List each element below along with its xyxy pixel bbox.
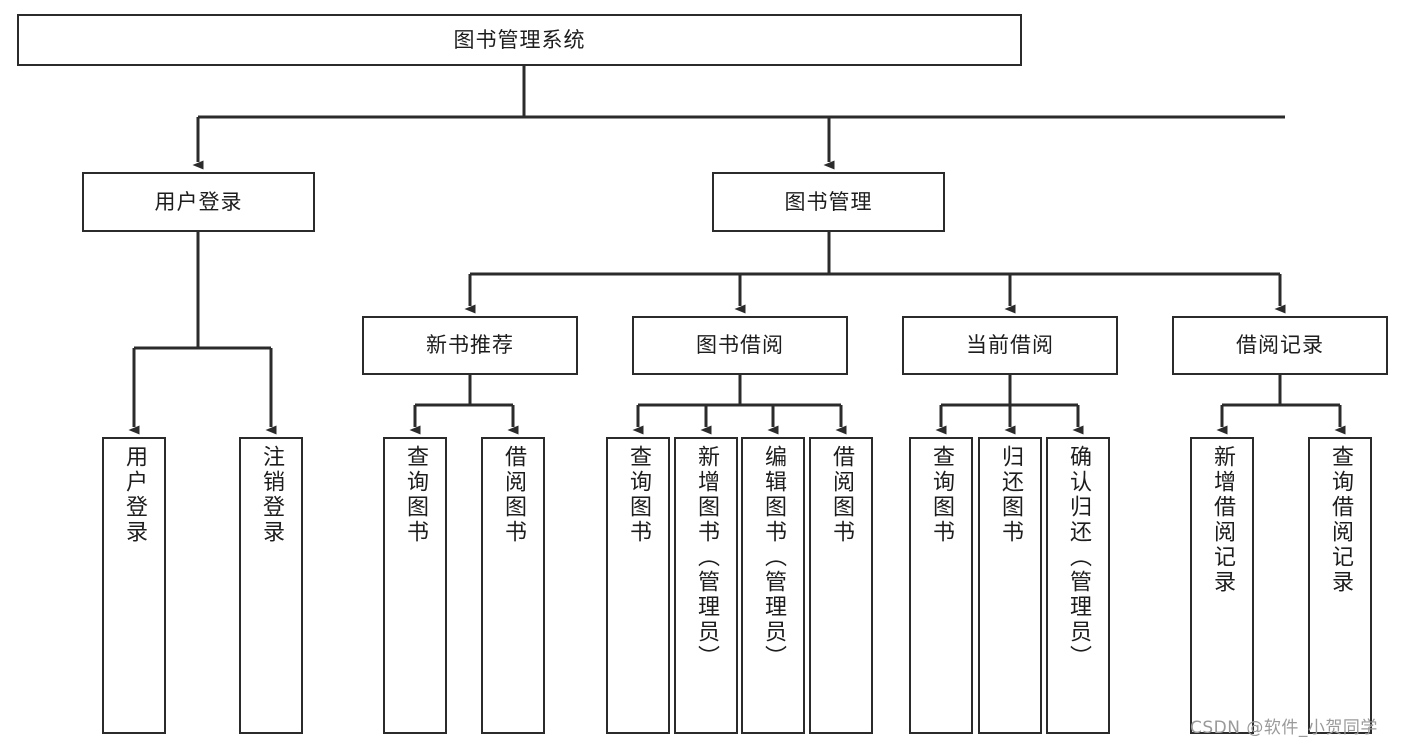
node-leaf-borrow-book-2[interactable]: 借阅图书 (809, 437, 873, 734)
node-leaf-edit-book-label: 编辑图书（管理员） (761, 445, 786, 670)
node-leaf-query-book-1[interactable]: 查询图书 (383, 437, 447, 734)
node-user-login-label: 用户登录 (154, 189, 243, 214)
node-leaf-logout-label: 注销登录 (259, 445, 284, 545)
node-leaf-add-book[interactable]: 新增图书（管理员） (674, 437, 738, 734)
csdn-watermark: CSDN @软件_小贺同学 (1190, 718, 1378, 738)
node-book-manage-label: 图书管理 (784, 189, 873, 214)
node-borrow-record[interactable]: 借阅记录 (1172, 316, 1388, 375)
node-leaf-query-book-1-label: 查询图书 (403, 445, 428, 545)
node-current-borrow-label: 当前借阅 (966, 333, 1054, 358)
node-leaf-user-login[interactable]: 用户登录 (102, 437, 166, 734)
node-leaf-query-book-2-label: 查询图书 (626, 445, 651, 545)
node-leaf-add-record-label: 新增借阅记录 (1210, 445, 1235, 595)
node-leaf-query-record[interactable]: 查询借阅记录 (1308, 437, 1372, 734)
node-leaf-confirm-return-label: 确认归还（管理员） (1066, 445, 1091, 670)
node-leaf-return-book[interactable]: 归还图书 (978, 437, 1042, 734)
node-leaf-query-book-2[interactable]: 查询图书 (606, 437, 670, 734)
node-new-book-rec-label: 新书推荐 (426, 333, 514, 358)
node-leaf-borrow-book-1[interactable]: 借阅图书 (481, 437, 545, 734)
node-borrow-record-label: 借阅记录 (1236, 333, 1324, 358)
node-leaf-return-book-label: 归还图书 (998, 445, 1023, 545)
node-leaf-query-book-3[interactable]: 查询图书 (909, 437, 973, 734)
node-root[interactable]: 图书管理系统 (17, 14, 1022, 66)
node-book-manage[interactable]: 图书管理 (712, 172, 945, 232)
node-user-login[interactable]: 用户登录 (82, 172, 315, 232)
node-current-borrow[interactable]: 当前借阅 (902, 316, 1118, 375)
node-new-book-rec[interactable]: 新书推荐 (362, 316, 578, 375)
node-book-borrow-label: 图书借阅 (696, 333, 784, 358)
node-leaf-borrow-book-1-label: 借阅图书 (501, 445, 526, 545)
node-leaf-query-book-3-label: 查询图书 (929, 445, 954, 545)
node-leaf-edit-book[interactable]: 编辑图书（管理员） (741, 437, 805, 734)
node-leaf-user-login-label: 用户登录 (122, 445, 147, 545)
node-leaf-add-record[interactable]: 新增借阅记录 (1190, 437, 1254, 734)
node-leaf-borrow-book-2-label: 借阅图书 (829, 445, 854, 545)
node-leaf-logout[interactable]: 注销登录 (239, 437, 303, 734)
node-leaf-add-book-label: 新增图书（管理员） (694, 445, 719, 670)
node-book-borrow[interactable]: 图书借阅 (632, 316, 848, 375)
node-leaf-query-record-label: 查询借阅记录 (1328, 445, 1353, 595)
node-root-label: 图书管理系统 (453, 27, 586, 52)
node-leaf-confirm-return[interactable]: 确认归还（管理员） (1046, 437, 1110, 734)
